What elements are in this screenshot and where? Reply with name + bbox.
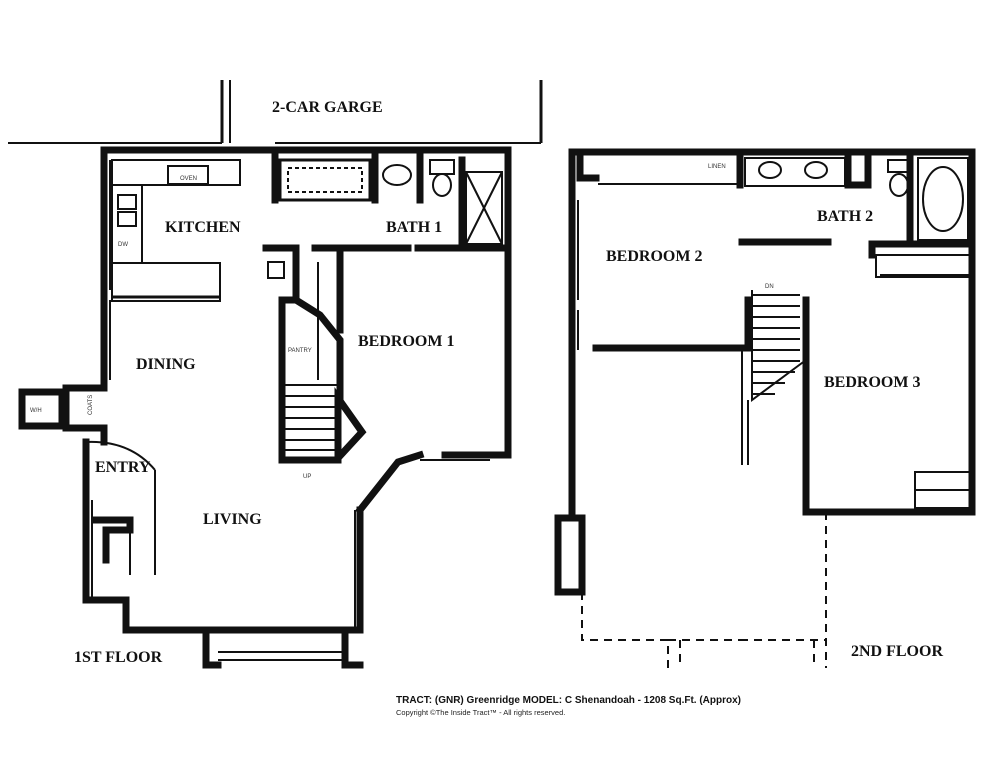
bedroom1-label: BEDROOM 1 xyxy=(358,333,454,350)
bedroom3-label: BEDROOM 3 xyxy=(824,374,920,391)
garage-outline xyxy=(8,80,543,144)
linen-label: LINEN xyxy=(708,164,726,170)
first-floor-plan: OVEN DW xyxy=(8,80,543,669)
plan-caption: TRACT: (GNR) Greenridge MODEL: C Shenand… xyxy=(396,695,816,717)
kitchen-counters: OVEN DW xyxy=(111,159,241,302)
tract-model-info: TRACT: (GNR) Greenridge MODEL: C Shenand… xyxy=(396,695,742,706)
living-label: LIVING xyxy=(203,511,262,528)
bath1-fixtures xyxy=(271,146,509,252)
first-floor-windows xyxy=(91,160,490,600)
bedroom2-label: BEDROOM 2 xyxy=(606,248,702,265)
entry-label: ENTRY xyxy=(95,459,151,476)
room-labels: 2-CAR GARGE KITCHEN BATH 1 DINING BEDROO… xyxy=(74,99,943,666)
wh-label: W/H xyxy=(30,408,42,414)
dining-label: DINING xyxy=(136,356,196,373)
second-floor-stairs: DN xyxy=(747,284,807,465)
second-floor-plan: LINEN DN xyxy=(554,148,976,668)
second-floor-open-to-below xyxy=(581,512,827,668)
pantry-label: PANTRY xyxy=(288,348,312,354)
garage-label: 2-CAR GARGE xyxy=(272,99,383,116)
entry-closet: W/H COATS xyxy=(30,395,156,575)
copyright-notice: Copyright ©The Inside Tract™ - All right… xyxy=(396,708,566,717)
second-floor-windows xyxy=(577,183,970,513)
dw-label: DW xyxy=(118,242,128,248)
bath1-label: BATH 1 xyxy=(386,219,442,236)
first-floor-stairs: PANTRY UP xyxy=(262,244,367,480)
coats-label: COATS xyxy=(88,395,94,415)
up-label: UP xyxy=(303,474,311,480)
bedroom3-closets xyxy=(875,254,973,509)
bath2-label: BATH 2 xyxy=(817,208,873,225)
first-floor-exterior-walls xyxy=(18,146,512,669)
first-floor-label: 1ST FLOOR xyxy=(74,649,163,666)
second-floor-label: 2ND FLOOR xyxy=(851,643,943,660)
kitchen-label: KITCHEN xyxy=(165,219,241,236)
dn-label: DN xyxy=(765,284,774,290)
oven-label: OVEN xyxy=(180,176,197,182)
bath2-fixtures: LINEN xyxy=(708,148,969,248)
